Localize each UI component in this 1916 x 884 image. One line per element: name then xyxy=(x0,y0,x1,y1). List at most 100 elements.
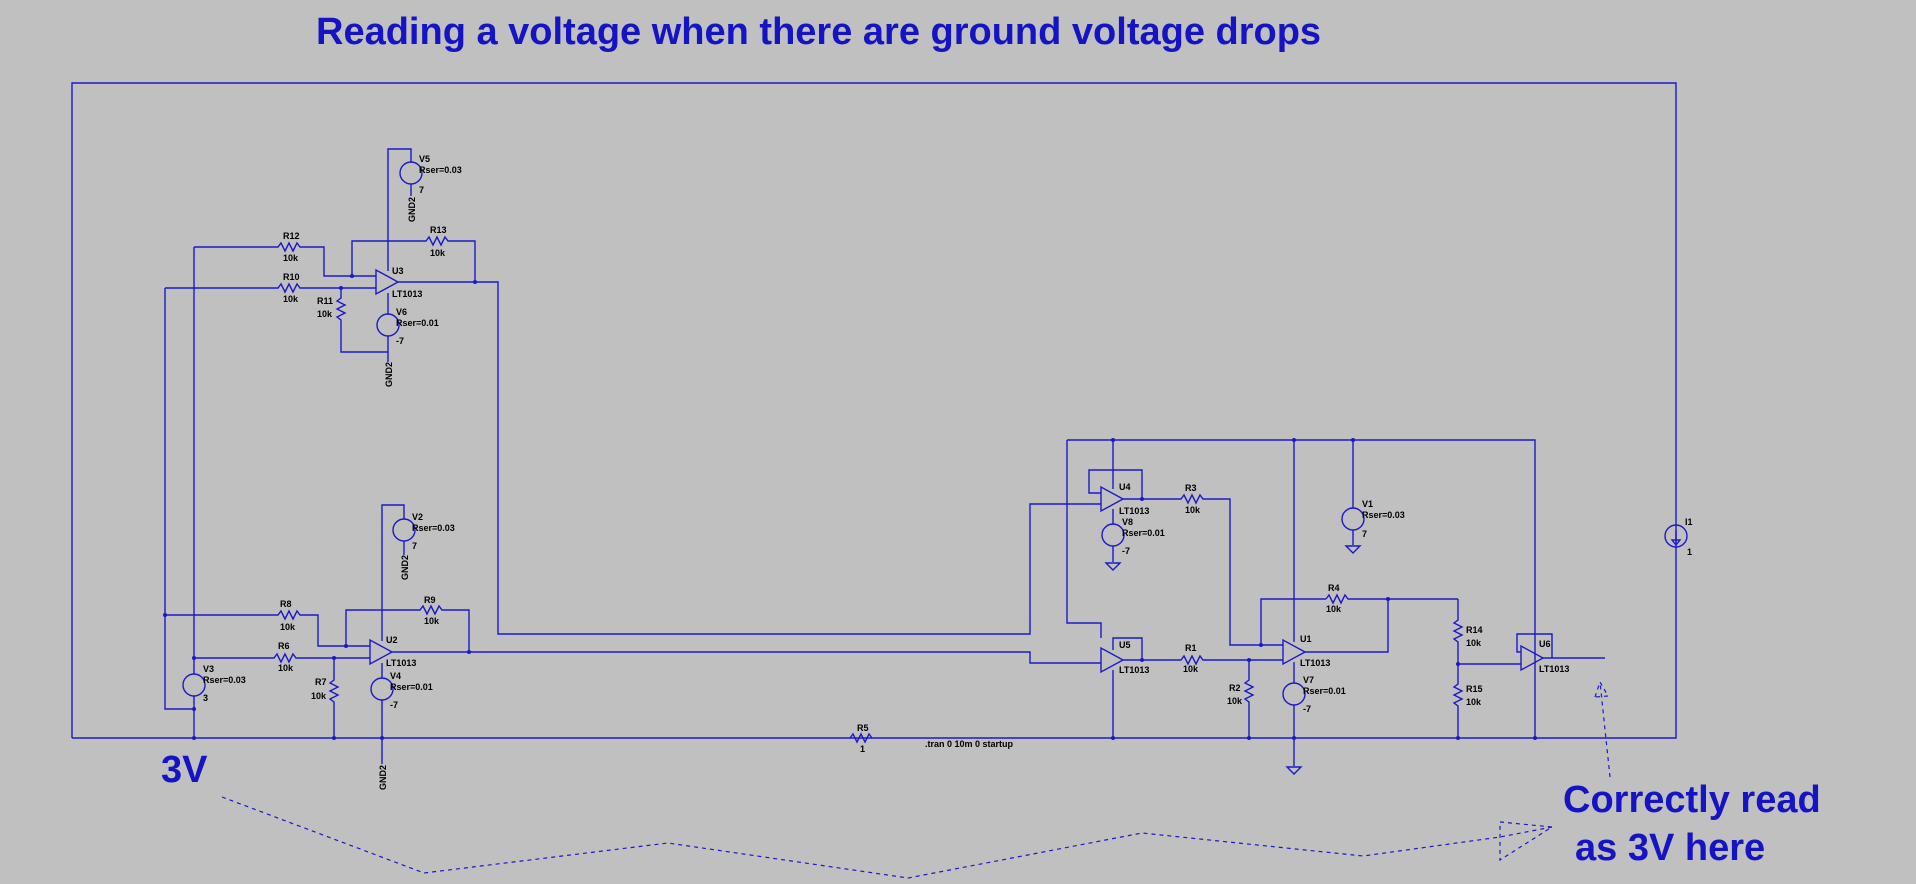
svg-text:LT1013: LT1013 xyxy=(1119,665,1149,675)
spice-directive: .tran 0 10m 0 startup xyxy=(925,739,1014,749)
svg-text:V2: V2 xyxy=(412,512,423,522)
resistor-r14[interactable]: R14 10k xyxy=(1452,599,1483,664)
resistor-r6[interactable]: R6 10k xyxy=(194,641,370,673)
svg-text:7: 7 xyxy=(412,541,417,551)
svg-text:V1: V1 xyxy=(1362,499,1373,509)
annotation-correct-line1: Correctly read xyxy=(1563,779,1821,821)
svg-text:Rser=0.03: Rser=0.03 xyxy=(412,523,455,533)
svg-text:U1: U1 xyxy=(1300,634,1312,644)
opamp-u4[interactable]: U4 LT1013 xyxy=(1100,482,1149,516)
resistor-r1[interactable]: R1 10k xyxy=(1123,643,1261,674)
resistor-r10[interactable]: R10 10k xyxy=(165,272,376,304)
svg-text:U4: U4 xyxy=(1119,482,1131,492)
resistor-r9[interactable]: R9 10k xyxy=(345,595,470,652)
svg-text:1: 1 xyxy=(860,744,865,754)
vsource-v5[interactable]: V5 Rser=0.03 7 xyxy=(399,154,462,195)
vsource-v6[interactable]: V6 Rser=0.01 -7 xyxy=(376,307,439,346)
resistor-r15[interactable]: R15 10k xyxy=(1452,664,1483,738)
svg-text:LT1013: LT1013 xyxy=(1539,664,1569,674)
svg-text:Rser=0.03: Rser=0.03 xyxy=(419,165,462,175)
opamp-u3[interactable]: U3 LT1013 xyxy=(375,266,422,299)
svg-text:U3: U3 xyxy=(392,266,404,276)
svg-text:10k: 10k xyxy=(1466,697,1482,707)
svg-text:U6: U6 xyxy=(1539,639,1551,649)
svg-text:V8: V8 xyxy=(1122,517,1133,527)
resistor-r5[interactable]: R5 1 xyxy=(849,723,873,754)
svg-text:10k: 10k xyxy=(317,309,333,319)
resistor-r8[interactable]: R8 10k xyxy=(165,599,370,647)
net-label-gnd2: GND2 xyxy=(407,197,417,222)
resistor-r3[interactable]: R3 10k xyxy=(1123,483,1261,646)
svg-text:U5: U5 xyxy=(1119,640,1131,650)
vsource-v7[interactable]: V7 Rser=0.01 -7 xyxy=(1282,675,1346,714)
svg-text:LT1013: LT1013 xyxy=(392,289,422,299)
svg-text:U2: U2 xyxy=(386,635,398,645)
right-stage: U4 LT1013 V8 Rser=0.01 -7 R3 10k U5 LT10… xyxy=(1066,438,1605,775)
resistor-r11[interactable]: R11 10k xyxy=(317,288,388,353)
svg-text:R13: R13 xyxy=(430,225,447,235)
svg-text:10k: 10k xyxy=(1326,604,1342,614)
svg-text:-7: -7 xyxy=(1303,704,1311,714)
svg-text:1: 1 xyxy=(1687,547,1692,557)
svg-text:V3: V3 xyxy=(203,664,214,674)
opamp-u6[interactable]: U6 LT1013 xyxy=(1520,639,1569,674)
svg-text:R15: R15 xyxy=(1466,684,1483,694)
svg-text:R12: R12 xyxy=(283,231,300,241)
svg-text:I1: I1 xyxy=(1685,517,1693,527)
svg-text:10k: 10k xyxy=(1183,664,1199,674)
svg-text:R4: R4 xyxy=(1328,583,1340,593)
svg-text:R2: R2 xyxy=(1229,683,1241,693)
vsource-v2[interactable]: V2 Rser=0.03 7 xyxy=(392,512,455,551)
svg-text:Rser=0.03: Rser=0.03 xyxy=(1362,510,1405,520)
vsource-v8[interactable]: V8 Rser=0.01 -7 xyxy=(1101,517,1165,556)
diagram-title: Reading a voltage when there are ground … xyxy=(316,11,1321,53)
resistor-r13[interactable]: R13 10k xyxy=(351,225,476,282)
svg-text:V4: V4 xyxy=(390,671,401,681)
resistor-r12[interactable]: R12 10k xyxy=(194,231,376,277)
svg-text:-7: -7 xyxy=(396,336,404,346)
vsource-v4[interactable]: V4 Rser=0.01 -7 xyxy=(370,671,433,710)
svg-text:R7: R7 xyxy=(315,677,327,687)
svg-text:R14: R14 xyxy=(1466,625,1483,635)
svg-text:R8: R8 xyxy=(280,599,292,609)
svg-text:10k: 10k xyxy=(1227,696,1243,706)
resistor-r2[interactable]: R2 10k xyxy=(1227,660,1255,738)
opamp-u2[interactable]: U2 LT1013 xyxy=(369,635,416,668)
current-source-i1[interactable]: I1 1 xyxy=(1664,517,1693,557)
svg-text:10k: 10k xyxy=(1466,638,1482,648)
svg-text:10k: 10k xyxy=(283,253,299,263)
svg-text:R1: R1 xyxy=(1185,643,1197,653)
svg-text:7: 7 xyxy=(419,185,424,195)
svg-text:R9: R9 xyxy=(424,595,436,605)
net-label-gnd2: GND2 xyxy=(378,765,388,790)
annotation-3v: 3V xyxy=(161,749,208,791)
svg-text:10k: 10k xyxy=(311,691,327,701)
outer-loop-wire xyxy=(71,82,1677,739)
resistor-r7[interactable]: R7 10k xyxy=(311,658,340,738)
svg-text:R11: R11 xyxy=(317,296,333,306)
opamp-u1[interactable]: U1 LT1013 xyxy=(1282,634,1330,668)
svg-text:10k: 10k xyxy=(424,616,440,626)
svg-text:-7: -7 xyxy=(1122,546,1130,556)
svg-text:LT1013: LT1013 xyxy=(1300,658,1330,668)
vsource-v1[interactable]: V1 Rser=0.03 7 xyxy=(1341,499,1405,539)
vsource-v3[interactable]: V3 Rser=0.03 3 xyxy=(182,664,246,703)
input-source: V3 Rser=0.03 3 xyxy=(163,247,246,740)
svg-text:V7: V7 xyxy=(1303,675,1314,685)
svg-text:R5: R5 xyxy=(857,723,869,733)
opamp-u5[interactable]: U5 LT1013 xyxy=(1100,640,1149,675)
svg-text:10k: 10k xyxy=(283,294,299,304)
svg-text:10k: 10k xyxy=(280,622,296,632)
svg-text:10k: 10k xyxy=(278,663,294,673)
resistor-r4[interactable]: R4 10k xyxy=(1325,583,1458,614)
svg-text:Rser=0.01: Rser=0.01 xyxy=(396,318,439,328)
svg-text:V5: V5 xyxy=(419,154,430,164)
svg-text:V6: V6 xyxy=(396,307,407,317)
svg-text:10k: 10k xyxy=(430,248,446,258)
svg-text:Rser=0.01: Rser=0.01 xyxy=(1122,528,1165,538)
svg-text:-7: -7 xyxy=(390,700,398,710)
svg-text:LT1013: LT1013 xyxy=(1119,506,1149,516)
svg-text:Rser=0.01: Rser=0.01 xyxy=(390,682,433,692)
svg-text:3: 3 xyxy=(203,693,208,703)
